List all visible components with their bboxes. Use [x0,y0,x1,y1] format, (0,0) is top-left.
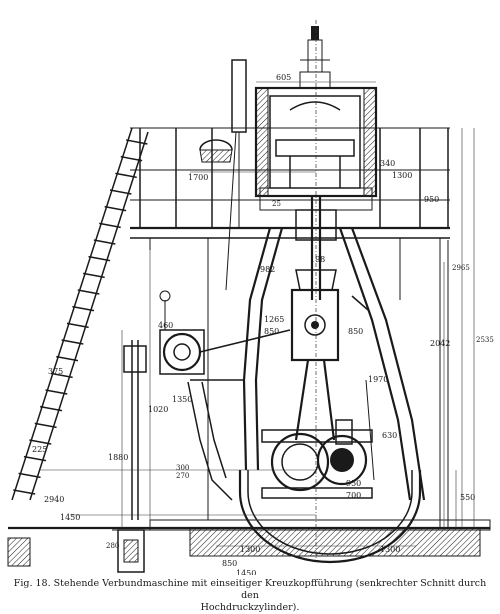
dim-270: 270 [176,472,189,480]
staircase [11,127,149,501]
foundation [7,519,491,567]
dim-950: 950 [424,195,439,204]
stair-tread [88,255,111,262]
dim-2535: 2535 [476,336,494,344]
dim-982: 982 [260,265,275,274]
dim-1020: 1020 [148,405,168,414]
stair-tread [77,289,100,295]
dim-1265: 1265 [264,315,284,324]
stair-tread [82,272,105,279]
dim-198: 198 [310,255,325,264]
gauge-column [199,59,247,291]
stair-tread [56,355,79,362]
stair-tread [72,305,95,312]
dim-850-c: 850 [222,559,237,568]
dim-630: 630 [382,431,397,440]
stair-tread [61,339,84,345]
stair-tread [39,405,63,412]
dim-225: 225 [32,445,47,454]
gallery-platform [130,127,450,520]
dim-25: 25 [272,200,281,208]
dim-340: 340 [380,159,395,168]
pump-lower-left [112,529,150,573]
stair-tread [45,389,68,395]
dim-1300-b: 1300 [380,545,400,554]
caption-line-1: Fig. 18. Stehende Verbundmaschine mit ei… [13,578,487,601]
engine-section-drawing: 605 1700 340 1300 950 2965 982 198 1265 … [7,20,494,575]
dim-300: 300 [176,464,189,472]
crosshead [290,269,340,362]
figure-caption: Fig. 18. Stehende Verbundmaschine mit ei… [8,578,492,614]
engine-frame [187,227,426,501]
dim-280: 280 [106,542,119,550]
dim-460: 460 [158,321,173,330]
right-support [335,240,449,528]
dim-850-a: 850 [264,327,279,336]
dim-1880: 1880 [108,453,128,462]
connecting-rod [294,359,336,441]
hp-cylinder [254,26,378,211]
dim-850-b: 850 [348,327,363,336]
stair-tread [34,422,57,429]
stair-tread [99,222,121,229]
dim-1970: 1970 [368,375,388,384]
stair-tread [18,472,41,479]
stair-tread [120,155,143,162]
dim-605: 605 [276,73,291,82]
crankshaft-bearing [261,429,373,499]
dim-2042: 2042 [430,339,450,348]
valve-gear-left [123,290,291,520]
dim-1450: 1450 [60,513,80,522]
stair-tread [115,172,137,179]
stair-tread [50,372,73,379]
caption-line-2: Hochdruckzylinder). [200,602,300,613]
dim-1450-b: 1450 [236,569,256,575]
stair-tread [104,205,127,212]
crank-pit [238,470,422,564]
dim-550: 550 [460,493,475,502]
stair-tread [66,322,89,329]
dimension-labels: 605 1700 340 1300 950 2965 982 198 1265 … [32,73,494,575]
dim-1350: 1350 [172,395,192,404]
dim-950-b: 950 [346,479,361,488]
dim-1300-top: 1300 [392,171,412,180]
dimension-lines [40,81,475,557]
stair-tread [29,439,52,445]
stair-tread [93,239,116,245]
stair-tread [23,455,47,462]
dim-1300-a: 1300 [240,545,260,554]
dim-2940: 2940 [44,495,64,504]
stair-tread [13,489,36,495]
dim-375: 375 [48,367,63,376]
dim-1700: 1700 [188,173,208,182]
stair-tread [125,139,148,145]
dim-2965: 2965 [452,264,470,272]
stair-tread [109,189,132,195]
dim-700: 700 [346,491,361,500]
